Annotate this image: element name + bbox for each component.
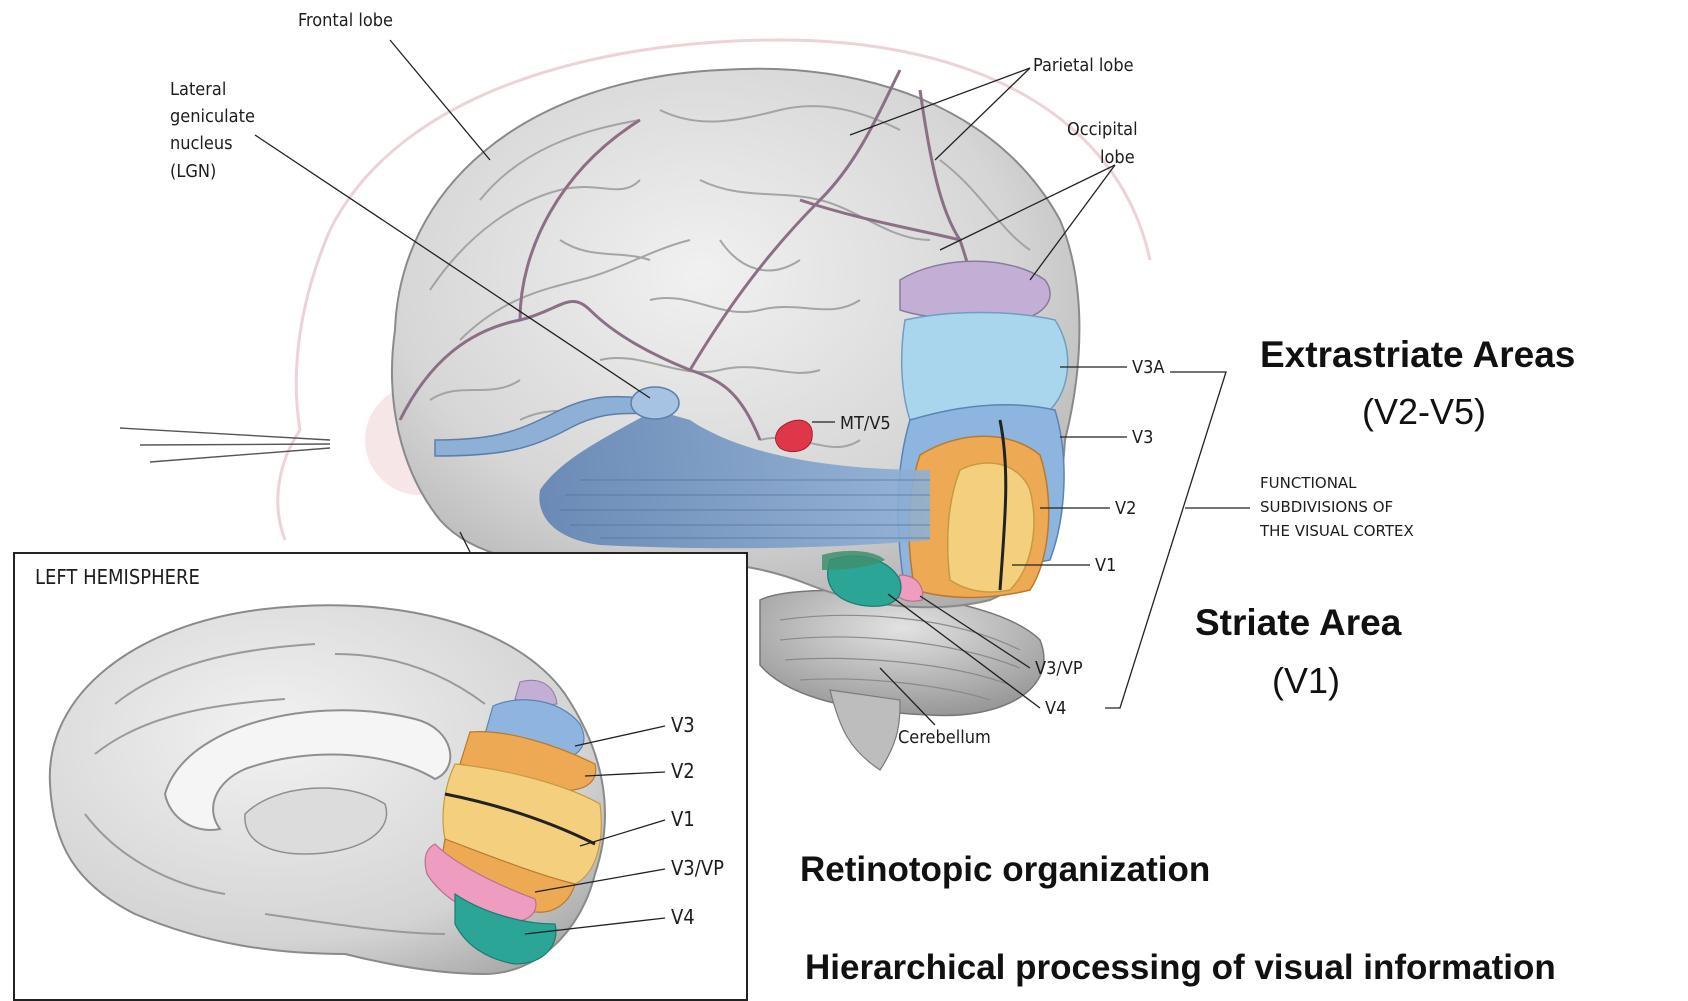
extrastriate-range: (V2-V5) — [1362, 391, 1486, 433]
functional-caption-line3: THE VISUAL CORTEX — [1260, 520, 1414, 543]
label-v1: V1 — [1095, 552, 1116, 579]
cerebellum-shape — [760, 590, 1044, 715]
left-hemisphere-inset: LEFT HEMISPHERE V3 V2 V1 V3/VP V4 — [13, 552, 748, 1001]
functional-caption-line1: FUNCTIONAL — [1260, 472, 1357, 495]
label-occipital-line1: Occipital — [1067, 116, 1138, 143]
label-lgn-line1: Lateral — [170, 76, 226, 103]
inset-label-v4: V4 — [671, 904, 695, 931]
label-v2: V2 — [1115, 495, 1136, 522]
label-v3-vp: V3/VP — [1035, 655, 1083, 682]
label-v3a: V3A — [1132, 354, 1164, 381]
label-mt-v5: MT/V5 — [840, 410, 891, 437]
area-v1-shape — [948, 463, 1034, 592]
label-v4: V4 — [1045, 695, 1066, 722]
label-v3: V3 — [1132, 424, 1153, 451]
inset-label-v1: V1 — [671, 806, 695, 833]
label-lgn-line4: (LGN) — [170, 158, 216, 185]
functional-caption-line2: SUBDIVISIONS OF — [1260, 496, 1393, 519]
area-v3a-shape — [902, 313, 1068, 421]
label-frontal-lobe: Frontal lobe — [298, 7, 393, 34]
extrastriate-title: Extrastriate Areas — [1260, 334, 1575, 376]
label-cerebellum: Cerebellum — [898, 724, 991, 751]
lgn-shape — [631, 387, 679, 419]
inset-label-v3-vp: V3/VP — [671, 855, 724, 882]
striate-range: (V1) — [1272, 660, 1340, 702]
area-occipital-top-shape — [900, 261, 1050, 320]
label-lgn-line3: nucleus — [170, 130, 233, 157]
inset-label-v3: V3 — [671, 712, 695, 739]
striate-title: Striate Area — [1195, 602, 1401, 644]
inset-label-v2: V2 — [671, 758, 695, 785]
retinotopic-text: Retinotopic organization — [800, 850, 1210, 890]
label-lgn-line2: geniculate — [170, 103, 255, 130]
brain-medial-illustration — [15, 554, 746, 999]
label-parietal-lobe: Parietal lobe — [1033, 52, 1134, 79]
label-occipital-line2: lobe — [1100, 144, 1135, 171]
hierarchical-text: Hierarchical processing of visual inform… — [805, 948, 1556, 988]
inset-title: LEFT HEMISPHERE — [35, 564, 200, 591]
brainstem-shape — [830, 690, 900, 770]
